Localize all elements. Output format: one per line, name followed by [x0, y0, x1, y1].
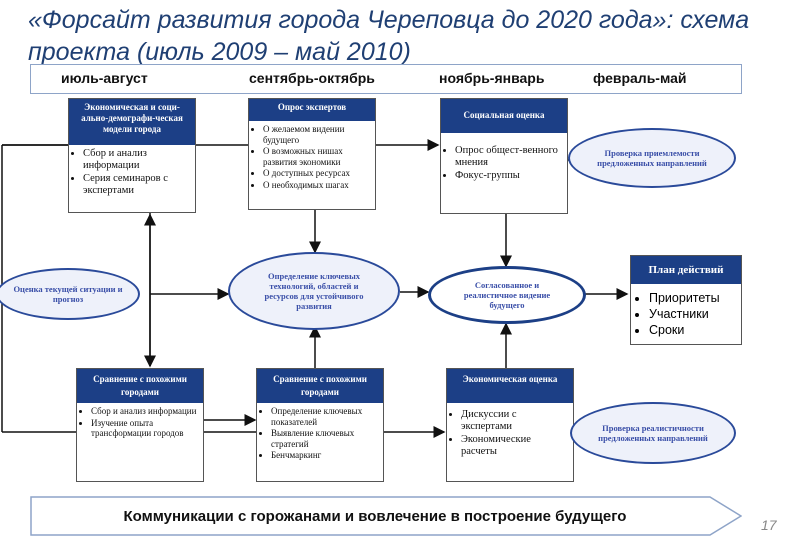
box-body: Сбор и анализ информации Изучение опыта … [77, 403, 203, 443]
compare-cities-box: Сравнение с похожими городами Сбор и ана… [76, 368, 204, 482]
box-heading: План действий [631, 256, 741, 284]
social-eval-box: Социальная оценка Опрос общест-венного м… [440, 98, 568, 214]
phase-timeline: июль-август сентябрь-октябрь ноябрь-янва… [30, 64, 742, 94]
phase-label: сентябрь-октябрь [249, 70, 375, 86]
box-item: Дискуссии с экспертами [461, 409, 569, 433]
box-heading: Сравнение с похожими городами [77, 369, 203, 403]
box-body: Опрос общест-венного мнения Фокус-группы [441, 133, 567, 186]
box-item: Опрос общест-венного мнения [455, 145, 563, 169]
page-number: 17 [761, 517, 777, 533]
econ-model-box: Экономическая и соци-ально-демографи-чес… [68, 98, 196, 213]
check-acceptability-ellipse: Проверка приемлемости предложенных напра… [568, 128, 736, 188]
box-body: Дискуссии с экспертами Экономические рас… [447, 403, 573, 462]
box-item: Участники [649, 306, 737, 322]
compare-cities-2-box: Сравнение с похожими городами Определени… [256, 368, 384, 482]
box-item: Экономические расчеты [461, 434, 569, 458]
box-heading: Экономическая оценка [447, 369, 573, 403]
econ-eval-box: Экономическая оценка Дискуссии с эксперт… [446, 368, 574, 482]
box-heading: Опрос экспертов [249, 99, 375, 121]
plan-box: План действий Приоритеты Участники Сроки [630, 255, 742, 345]
box-body: О желаемом видении будущего О возможных … [249, 121, 375, 194]
communication-arrow: Коммуникации с горожанами и вовлечение в… [30, 496, 742, 536]
arrow-shape [30, 496, 742, 536]
box-body: Приоритеты Участники Сроки [631, 284, 741, 344]
box-heading: Социальная оценка [441, 99, 567, 133]
box-item: О необходимых шагах [263, 180, 371, 191]
box-item: Определение ключевых показателей [271, 406, 379, 427]
page-title: «Форсайт развития города Череповца до 20… [28, 6, 750, 66]
check-realism-ellipse: Проверка реалистичности предложенных нап… [570, 402, 736, 464]
box-item: Приоритеты [649, 290, 737, 306]
box-heading: Экономическая и соци-ально-демографи-чес… [69, 99, 195, 145]
box-heading: Сравнение с похожими городами [257, 369, 383, 403]
box-item: О возможных нишах развития экономики [263, 146, 371, 167]
phase-label: ноябрь-январь [439, 70, 545, 86]
box-item: Сбор и анализ информации [91, 406, 199, 417]
agreed-vision-ellipse: Согласованное и реалистичное видение буд… [428, 266, 586, 324]
phase-label: июль-август [61, 70, 148, 86]
box-item: Сроки [649, 322, 737, 338]
expert-survey-box: Опрос экспертов О желаемом видении будущ… [248, 98, 376, 210]
box-item: Сбор и анализ информации [83, 148, 191, 172]
box-body: Сбор и анализ информации Серия семинаров… [69, 145, 195, 201]
box-item: Изучение опыта трансформации городов [91, 418, 199, 439]
assessment-ellipse: Оценка текущей ситуации и прогноз [0, 268, 140, 320]
box-item: Бенчмаркинг [271, 450, 379, 461]
communication-label: Коммуникации с горожанами и вовлечение в… [123, 507, 627, 525]
box-item: Серия семинаров с экспертами [83, 173, 191, 197]
box-item: О доступных ресурсах [263, 168, 371, 179]
box-body: Определение ключевых показателей Выявлен… [257, 403, 383, 465]
key-tech-ellipse: Определение ключевых технологий, областе… [228, 252, 400, 330]
box-item: О желаемом видении будущего [263, 124, 371, 145]
phase-label: февраль-май [593, 70, 687, 86]
box-item: Выявление ключевых стратегий [271, 428, 379, 449]
box-item: Фокус-группы [455, 170, 563, 182]
